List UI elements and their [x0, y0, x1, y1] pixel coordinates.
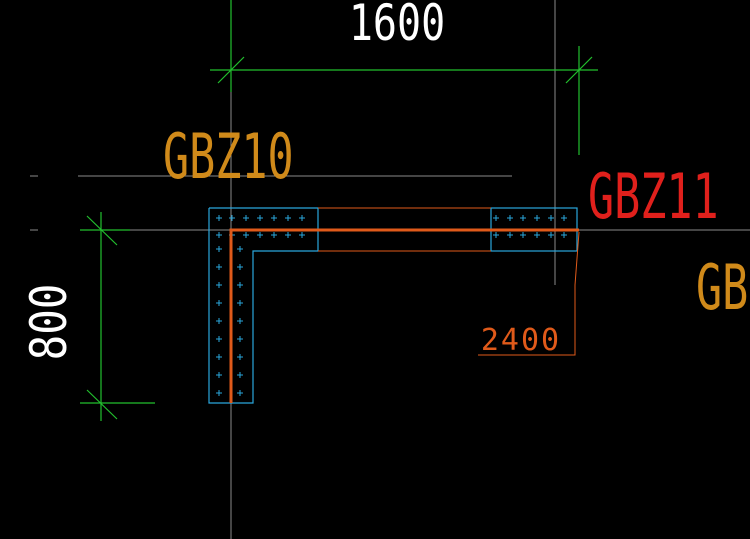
rebar-mark: [216, 264, 222, 270]
rebar-mark: [216, 390, 222, 396]
rebar-mark: [257, 215, 263, 221]
rebar-mark: [237, 354, 243, 360]
rebar-mark: [561, 215, 567, 221]
rebar-mark: [216, 232, 222, 238]
rebar-mark: [271, 215, 277, 221]
rebar-mark: [237, 264, 243, 270]
label-gbz11: GBZ11: [588, 160, 719, 233]
rebar-mark: [243, 215, 249, 221]
rebar-mark: [216, 372, 222, 378]
rebar-mark: [257, 232, 263, 238]
rebar-mark: [216, 282, 222, 288]
rebar-mark: [507, 215, 513, 221]
length-leader-line: [478, 231, 580, 356]
rebar-mark: [229, 215, 235, 221]
rebar-mark: [548, 215, 554, 221]
rebar-mark: [285, 232, 291, 238]
dimension-vertical-value: 800: [20, 284, 78, 361]
rebar-mark: [216, 336, 222, 342]
rebar-mark: [237, 336, 243, 342]
dimension-horizontal-value: 1600: [349, 0, 445, 52]
rebar-mark: [507, 232, 513, 238]
dimension-vertical-tick-bottom: [86, 389, 118, 420]
rebar-mark: [299, 215, 305, 221]
rebar-mark: [216, 318, 222, 324]
rebar-mark: [237, 282, 243, 288]
rebar-mark: [520, 215, 526, 221]
rebar-mark: [285, 215, 291, 221]
rebar-mark: [216, 300, 222, 306]
rebar-mark: [216, 354, 222, 360]
rebar-mark: [299, 232, 305, 238]
rebar-mark: [493, 232, 499, 238]
wall-outline: [318, 207, 491, 252]
label-gbz10: GBZ10: [163, 120, 294, 193]
rebar-mark: [534, 215, 540, 221]
rebar-mark: [216, 215, 222, 221]
rebar-mark: [237, 372, 243, 378]
wall-length-text: 2400: [481, 323, 561, 358]
label-gb-partial: GB: [696, 251, 748, 324]
dimension-vertical[interactable]: [80, 212, 155, 421]
rebar-mark: [534, 232, 540, 238]
rebar-mark: [237, 318, 243, 324]
rebar-mark: [216, 246, 222, 252]
rebar-mark: [237, 390, 243, 396]
wall-centerline[interactable]: [229, 228, 579, 403]
rebar-mark: [237, 246, 243, 252]
rebar-mark: [548, 232, 554, 238]
rebar-mark: [520, 232, 526, 238]
rebar-mark: [243, 232, 249, 238]
dimension-horizontal[interactable]: [210, 0, 598, 155]
rebar-mark: [237, 300, 243, 306]
rebar-mark: [493, 215, 499, 221]
rebar-mark: [271, 232, 277, 238]
rebar-mark: [561, 232, 567, 238]
